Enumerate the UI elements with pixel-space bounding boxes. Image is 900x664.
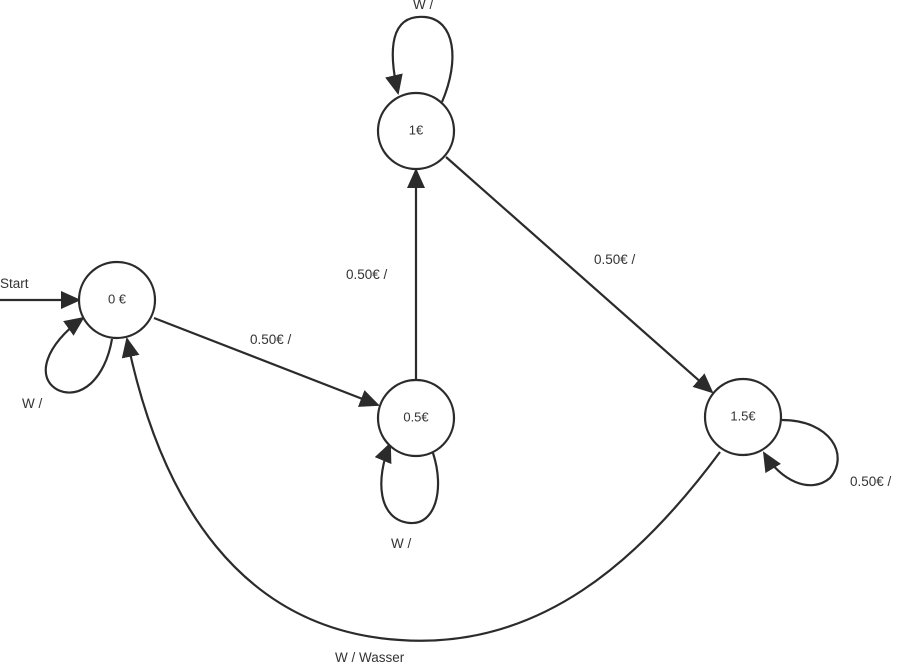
edge-s0-s05 bbox=[153, 316, 380, 407]
edge-s15-s0 bbox=[121, 337, 721, 642]
state-label: 0 € bbox=[108, 291, 127, 306]
transition-label: 0.50€ / bbox=[850, 474, 892, 489]
transition-label: 0.50€ / bbox=[250, 332, 292, 347]
edge-s1-s15 bbox=[445, 156, 714, 394]
state-0-5-euro[interactable]: 0.5€ bbox=[376, 378, 456, 458]
transition-label: W / Wasser bbox=[335, 650, 405, 664]
transition-label: W / bbox=[22, 396, 42, 411]
edge-s15-self bbox=[762, 418, 839, 487]
state-1-euro[interactable]: 1€ bbox=[376, 91, 456, 171]
transition-label: W / bbox=[413, 0, 433, 12]
edge-s05-self bbox=[374, 442, 440, 525]
state-label: 1.5€ bbox=[730, 408, 756, 423]
transition-label: 0.50€ / bbox=[594, 252, 636, 267]
start-label: Start bbox=[0, 276, 29, 291]
edge-s1-self bbox=[385, 15, 454, 103]
transition-label: W / bbox=[391, 536, 411, 551]
edge-s0-self bbox=[44, 316, 114, 394]
state-1-5-euro[interactable]: 1.5€ bbox=[703, 377, 783, 457]
state-0-euro[interactable]: 0 € bbox=[77, 260, 157, 340]
state-label: 1€ bbox=[409, 122, 424, 137]
state-label: 0.5€ bbox=[403, 409, 429, 424]
transition-label: 0.50€ / bbox=[346, 267, 388, 282]
